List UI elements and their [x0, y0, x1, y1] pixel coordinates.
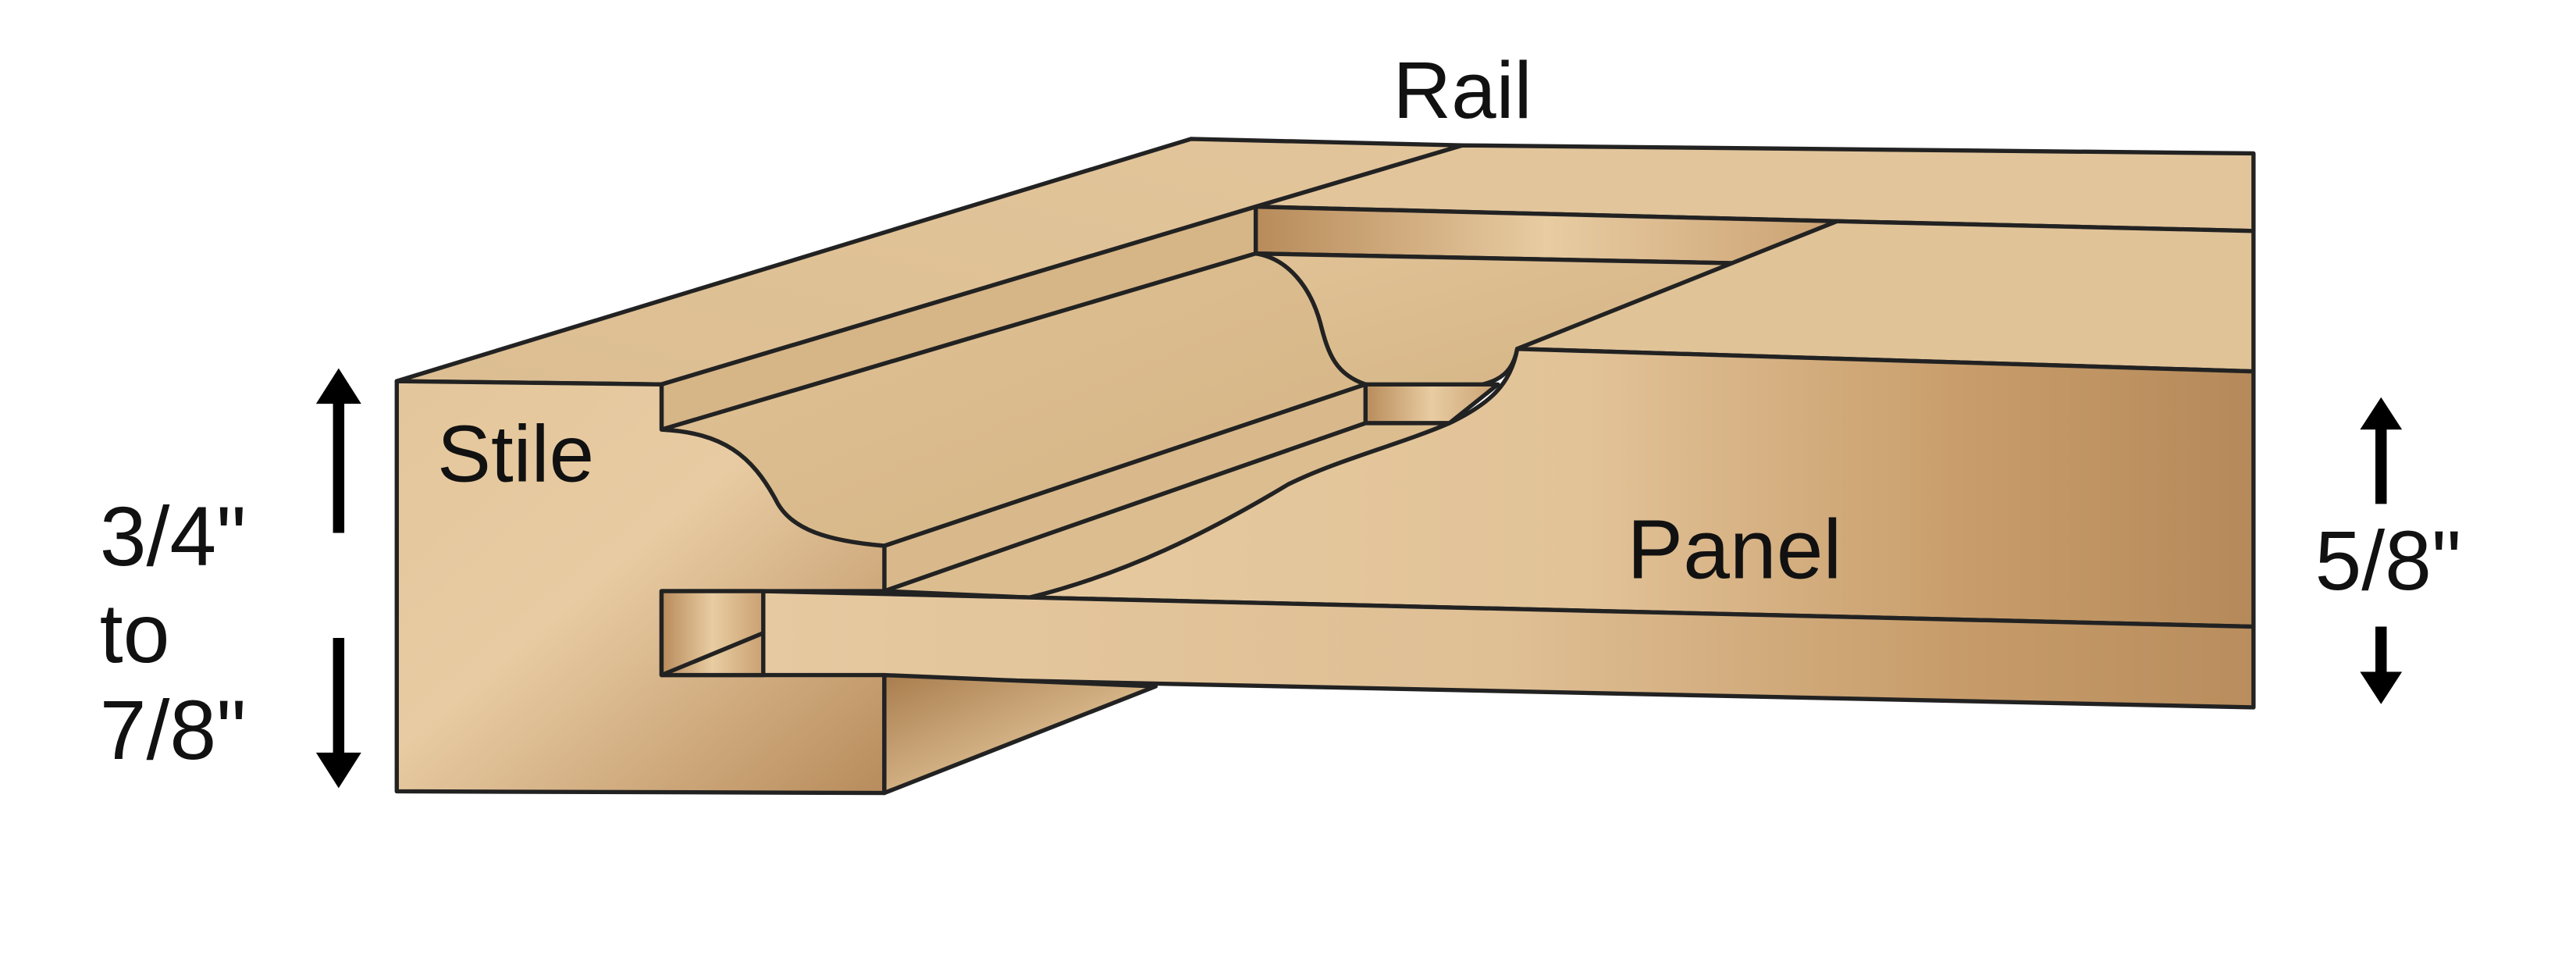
right-dim-label: 5/8"	[2314, 514, 2461, 607]
left-dim-line-2: to	[100, 586, 170, 680]
stile-front-face	[394, 379, 887, 796]
left-down-arrow-head	[315, 752, 361, 789]
right-up-arrow-head	[2360, 397, 2403, 430]
left-dim-line-1: 3/4"	[100, 490, 247, 583]
right-down-arrow-head	[2360, 672, 2403, 704]
left-dim-line-3: 7/8"	[100, 683, 247, 777]
left-up-arrow-head	[315, 368, 361, 404]
panel-label: Panel	[1627, 502, 1841, 596]
stile-underside	[882, 672, 1158, 796]
stile-label: Stile	[437, 408, 594, 498]
right-dimension: 5/8"	[2314, 397, 2461, 704]
stile-groove-slot	[659, 589, 766, 678]
panel-front-face	[761, 347, 2256, 629]
rail-label: Rail	[1393, 45, 1532, 135]
left-dimension: 3/4" to 7/8"	[100, 368, 361, 789]
